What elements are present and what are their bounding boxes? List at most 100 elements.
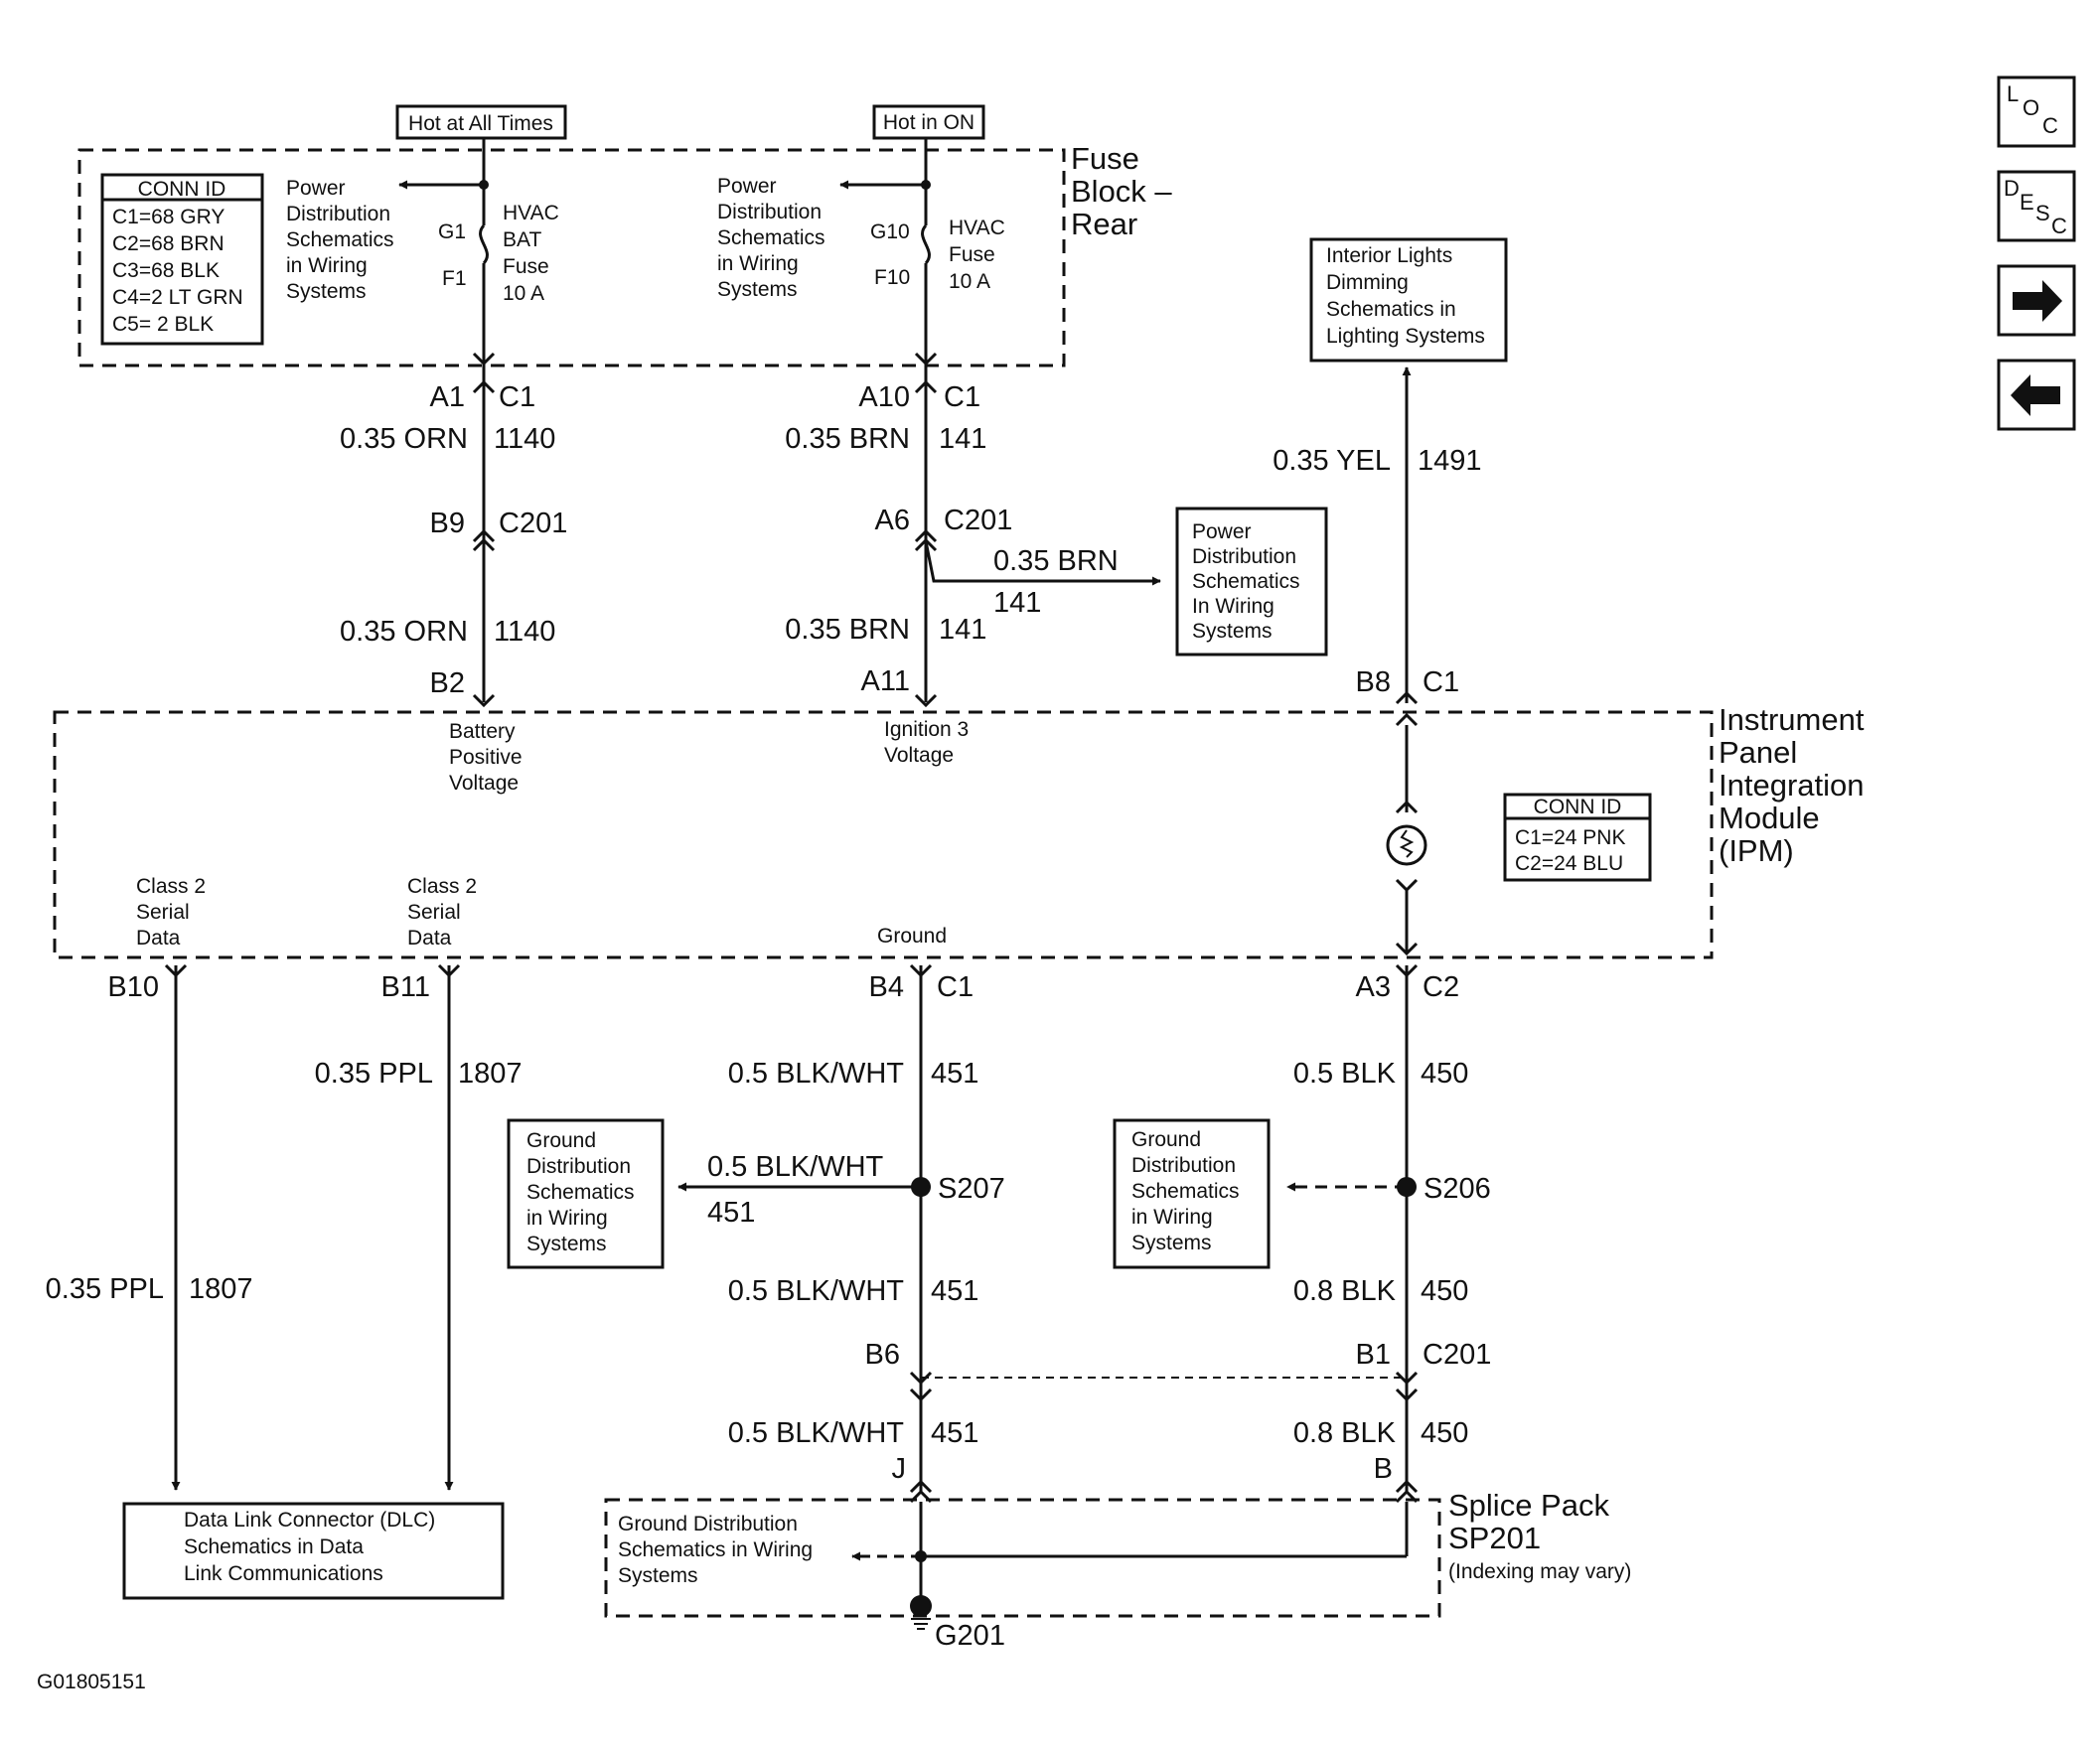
conn-c2-450: C2 [1423, 971, 1459, 1003]
fuse1-top-terminal: G1 [438, 220, 466, 243]
pin-b11: B11 [381, 971, 430, 1003]
wire-color-141-lower: 0.35 BRN [785, 614, 910, 646]
location-button[interactable] [1997, 75, 2076, 148]
description-button[interactable] [1997, 170, 2076, 242]
ipm-conn-id-table [1503, 793, 1652, 882]
dlc-label: Data Link Connector (DLC) Schematics in … [184, 1509, 441, 1585]
circuit-number-1807-b10: 1807 [189, 1273, 253, 1305]
sp201-pin-j [909, 1479, 933, 1494]
sp201-pin-b-label: B [1374, 1453, 1393, 1485]
ipm-ground-label: Ground [877, 925, 947, 948]
ground-g201-label: G201 [935, 1620, 1005, 1652]
class2-serial-data-label-1: Class 2 Serial Data [136, 875, 212, 950]
fuse1-bottom-terminal: F1 [442, 267, 467, 290]
ipm-boundary [53, 710, 1714, 959]
previous-page-button[interactable] [1997, 359, 2076, 431]
connector-c1-b4 [909, 963, 933, 978]
branch-circuit-number-141: 141 [993, 587, 1041, 619]
ground-dist-label-1: Ground Distribution Schematics in Wiring… [526, 1129, 640, 1255]
splice-s206-label: S206 [1424, 1173, 1491, 1205]
conn-id-table [100, 173, 264, 346]
wire-color-451-1: 0.5 BLK/WHT [728, 1058, 905, 1090]
splice-s207-label: S207 [938, 1173, 1005, 1205]
hot-in-on-label: Hot in ON [883, 111, 975, 134]
ignition-3-voltage-label: Ignition 3 Voltage [884, 718, 975, 767]
connector-c2-a3 [1395, 963, 1419, 978]
splice-pack-name: Splice Pack SP201 [1448, 1488, 1618, 1555]
connector-c201-a6 [914, 528, 938, 543]
ground-dist-box-2 [1113, 1118, 1271, 1269]
wire-color-1491: 0.35 YEL [1273, 445, 1391, 477]
connector-b11 [437, 963, 461, 978]
power-dist-box-3 [1175, 507, 1328, 657]
branch-wire-color-141: 0.35 BRN [993, 545, 1119, 577]
wire-color-1140-upper: 0.35 ORN [340, 423, 468, 455]
circuit-number-450-1: 450 [1421, 1058, 1468, 1090]
class2-serial-data-label-2: Class 2 Serial Data [407, 875, 483, 950]
connector-a11 [914, 693, 938, 708]
circuit-number-451-1: 451 [931, 1058, 978, 1090]
ipm-name: Instrument Panel Integration Module (IPM… [1719, 702, 1873, 868]
branch-141 [924, 540, 1161, 586]
interior-lights-box [1309, 237, 1508, 363]
splice-point-1140 [479, 180, 489, 190]
pin-b1: B1 [1356, 1339, 1391, 1371]
left-arrow-icon [2011, 374, 2060, 416]
circuit-number-1140-upper: 1140 [494, 423, 555, 455]
dlc-box [122, 1502, 505, 1600]
splice-ground-dist-label: Ground Distribution Schematics in Wiring… [618, 1513, 819, 1587]
circuit-number-450-2: 450 [1421, 1275, 1468, 1307]
pin-a3: A3 [1356, 971, 1391, 1003]
power-dist-label-3: Power Distribution Schematics In Wiring … [1192, 520, 1305, 643]
wire-color-450-2: 0.8 BLK [1293, 1275, 1397, 1307]
connector-c1-b8 [1395, 690, 1419, 705]
splice-bus-dot [915, 1550, 927, 1562]
connector-c1-a10 [914, 352, 938, 366]
pin-b2: B2 [430, 667, 465, 699]
conn-c1-451: C1 [937, 971, 974, 1003]
power-dist-label-1: Power Distribution Schematics in Wiring … [286, 177, 399, 303]
pin-a10: A10 [858, 381, 910, 413]
conn-id-rows: C1=68 GRY C2=68 BRN C3=68 BLK C4=2 LT GR… [112, 206, 249, 336]
wire-color-1807-b11: 0.35 PPL [315, 1058, 433, 1090]
pin-b6: B6 [865, 1339, 900, 1371]
interior-lights-label: Interior Lights Dimming Schematics in Li… [1326, 244, 1485, 348]
pin-b4: B4 [869, 971, 904, 1003]
wire-color-1140-lower: 0.35 ORN [340, 616, 468, 648]
conn-c1-1491: C1 [1423, 666, 1459, 698]
sp201-pin-b [1395, 1479, 1419, 1494]
ground-dist-label-2: Ground Distribution Schematics in Wiring… [1131, 1128, 1245, 1254]
splice-pack-boundary [604, 1498, 1441, 1618]
pin-a11: A11 [861, 665, 910, 697]
branch-circuit-number-451: 451 [707, 1197, 755, 1229]
ipm-conn-id-rows: C1=24 PNK C2=24 BLU [1515, 826, 1631, 875]
fuse-hvac [921, 223, 931, 265]
splice-s206-dot [1397, 1177, 1417, 1197]
sp201-pin-j-label: J [892, 1453, 907, 1485]
hot-at-all-times-box [395, 104, 567, 140]
connector-b10 [164, 963, 188, 978]
next-page-button[interactable] [1997, 264, 2076, 337]
wire-color-451-3: 0.5 BLK/WHT [728, 1417, 905, 1449]
pin-b8: B8 [1356, 666, 1391, 698]
conn-c1-141: C1 [944, 381, 980, 413]
hot-in-on-box [872, 104, 985, 140]
conn-c201-450: C201 [1423, 1339, 1491, 1371]
conn-id-title: CONN ID [138, 178, 226, 201]
connector-c201-b9 [472, 528, 496, 543]
wire-color-1807-b10: 0.35 PPL [46, 1273, 164, 1305]
connector-c201-b1 [1395, 1371, 1419, 1386]
circuit-number-450-3: 450 [1421, 1417, 1468, 1449]
fuse2-label: HVAC Fuse 10 A [949, 217, 1011, 293]
splice-point-141 [921, 180, 931, 190]
connector-c201-b6 [909, 1371, 933, 1386]
figure-id: G01805151 [37, 1671, 146, 1693]
branch-wire-color-451: 0.5 BLK/WHT [707, 1151, 884, 1183]
ipm-conn-id-title: CONN ID [1534, 796, 1622, 818]
pin-a1: A1 [430, 381, 465, 413]
fuse-block-name: Fuse Block – Rear [1071, 141, 1180, 241]
circuit-number-451-2: 451 [931, 1275, 978, 1307]
circuit-number-1140-lower: 1140 [494, 616, 555, 648]
description-icon: D E S C [2004, 176, 2067, 238]
